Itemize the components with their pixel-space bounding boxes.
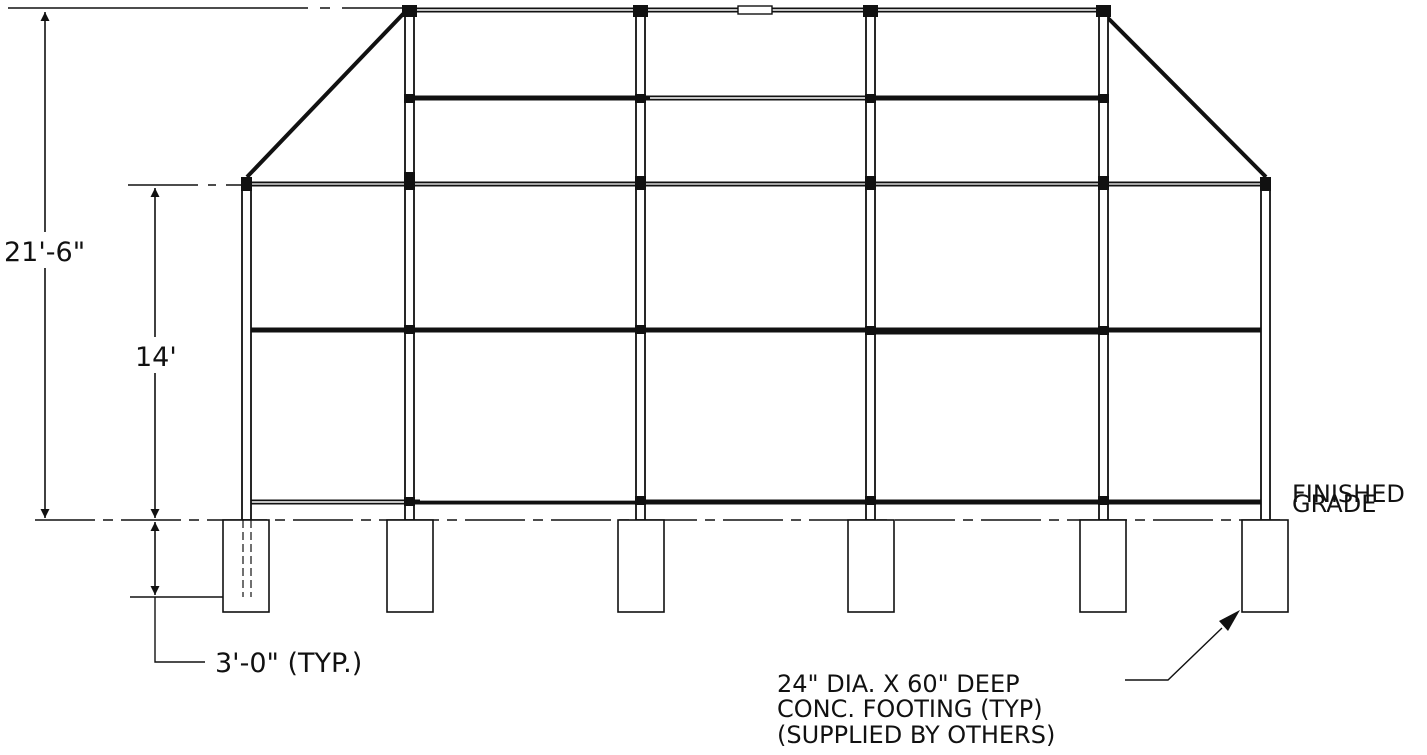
footing-6	[1241, 519, 1289, 613]
footing-note-line3: (SUPPLIED BY OTHERS)	[777, 721, 1055, 749]
post-1	[241, 177, 252, 521]
footing-leader	[1125, 627, 1223, 681]
embedded-post	[242, 520, 252, 597]
top-rail-splice	[737, 5, 773, 15]
finished-grade-label-line1: FINISHED	[1292, 480, 1405, 508]
footing-leader-arrowhead	[1219, 610, 1240, 631]
post-2	[404, 9, 415, 521]
footings	[222, 519, 1289, 613]
right-slope-member	[1100, 10, 1268, 179]
footing-note-line1: 24" DIA. X 60" DEEP	[777, 670, 1020, 698]
post-6	[1260, 177, 1271, 521]
finished-grade-label-line2: GRADE	[1292, 490, 1376, 518]
post-5	[1098, 9, 1109, 521]
footing-4	[847, 519, 895, 613]
footing-3	[617, 519, 665, 613]
overall-height-label: 21'-6"	[4, 237, 85, 268]
footing-1	[222, 519, 270, 613]
frame-structure	[241, 5, 1271, 521]
fittings	[241, 5, 1271, 506]
embed-depth-leader	[154, 597, 205, 663]
post-3	[635, 9, 646, 521]
embed-depth-label: 3'-0" (TYP.)	[215, 648, 362, 679]
footing-2	[386, 519, 434, 613]
footing-note-line2: CONC. FOOTING (TYP)	[777, 695, 1043, 723]
post-4	[865, 9, 876, 521]
left-slope-member	[245, 10, 407, 179]
footing-5	[1079, 519, 1127, 613]
post-height-label: 14'	[135, 342, 177, 373]
